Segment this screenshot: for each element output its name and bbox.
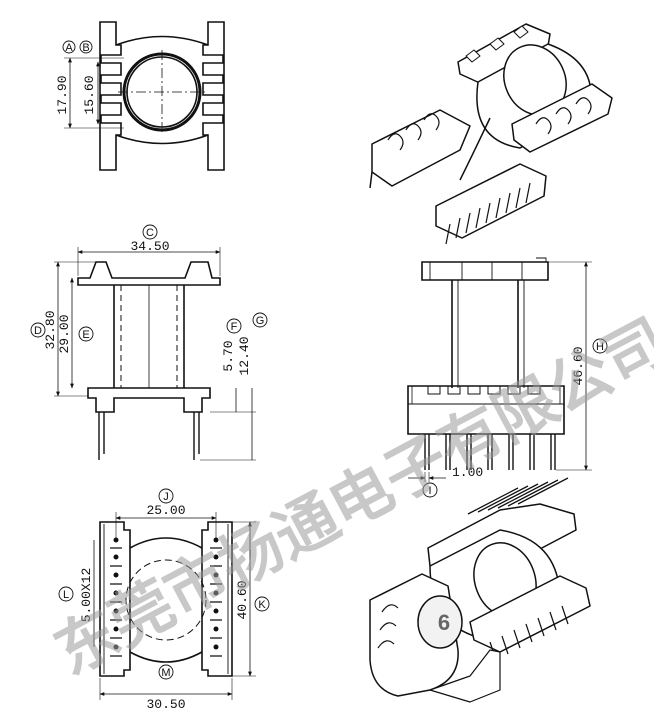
dim-15-60: 15.60 [82, 75, 97, 114]
label-e: E [82, 329, 89, 341]
isometric-view-top [369, 23, 613, 245]
dim-17-90: 17.90 [55, 75, 70, 114]
label-g: G [256, 315, 265, 327]
front-view [30, 224, 268, 461]
dim-1-00: 1.00 [452, 465, 483, 480]
label-d: D [34, 325, 42, 337]
dim-12-40: 12.40 [237, 336, 252, 375]
label-j: J [163, 491, 169, 503]
dim-46-60: 46.60 [571, 346, 586, 385]
label-k: K [258, 599, 266, 611]
bottom-view [58, 488, 270, 700]
label-l: L [63, 589, 69, 601]
top-view [62, 21, 225, 171]
dim-29-00: 29.00 [57, 314, 72, 353]
label-c: C [146, 227, 154, 239]
label-b: B [82, 42, 89, 54]
side-view [407, 257, 608, 498]
label-h: H [596, 341, 604, 353]
label-i: I [428, 485, 431, 497]
dim-34-50: 34.50 [130, 239, 169, 254]
dim-40-60: 40.60 [235, 580, 250, 619]
label-f: F [231, 321, 238, 333]
watermark-text: 东莞市扬通电子有限公司 [43, 305, 654, 690]
dim-5-00x12: 5.00X12 [79, 568, 94, 623]
dim-30-50: 30.50 [146, 697, 185, 712]
watermark: 东莞市扬通电子有限公司 [43, 305, 654, 690]
dim-32-80: 32.80 [43, 310, 58, 349]
label-a: A [65, 42, 73, 54]
page-number: 6 [438, 610, 450, 635]
isometric-view-bottom [369, 477, 591, 703]
dim-5-70: 5.70 [221, 340, 236, 371]
label-m: M [161, 667, 170, 679]
dim-25-00: 25.00 [146, 503, 185, 518]
